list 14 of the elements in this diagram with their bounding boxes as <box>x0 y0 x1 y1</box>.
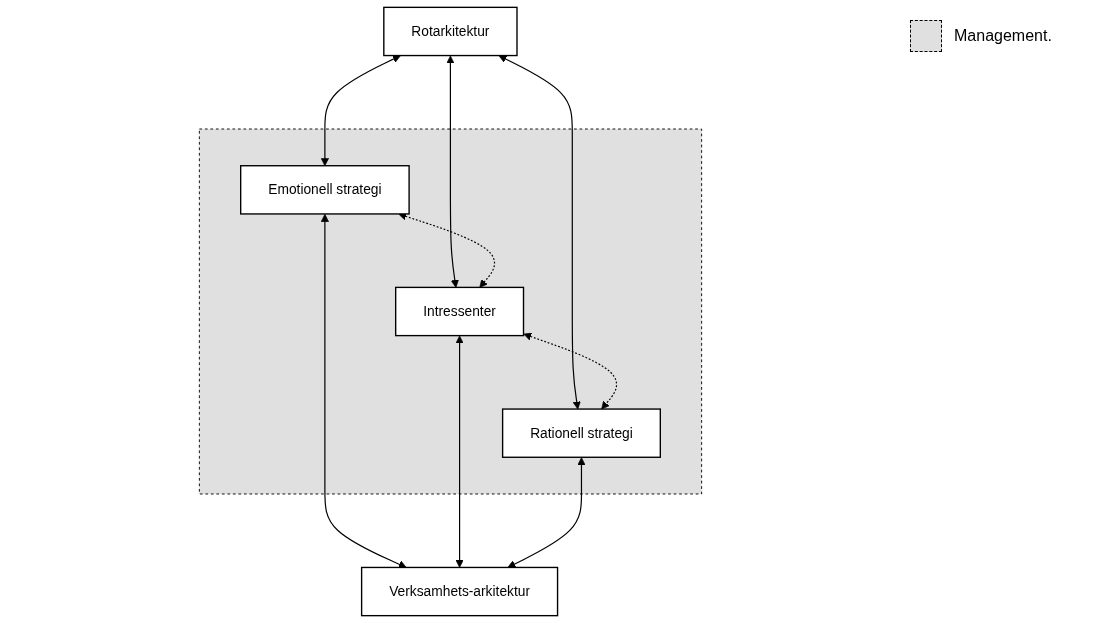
node-box: Emotionell strategi <box>239 165 410 215</box>
node-box: Rationell strategi <box>501 408 661 458</box>
node-box: Rotarkitektur <box>382 6 518 57</box>
arrow <box>455 335 464 568</box>
arrow <box>523 332 617 410</box>
legend-label: Management. <box>954 27 1052 45</box>
arrow <box>445 55 459 288</box>
arrow <box>320 55 401 167</box>
arrow <box>498 55 581 410</box>
cluster <box>198 128 702 495</box>
arrow <box>507 457 585 568</box>
node-box: Verksamhets-arkitektur <box>360 566 558 617</box>
node-box: Intressenter <box>394 286 524 337</box>
arrow <box>320 213 407 569</box>
